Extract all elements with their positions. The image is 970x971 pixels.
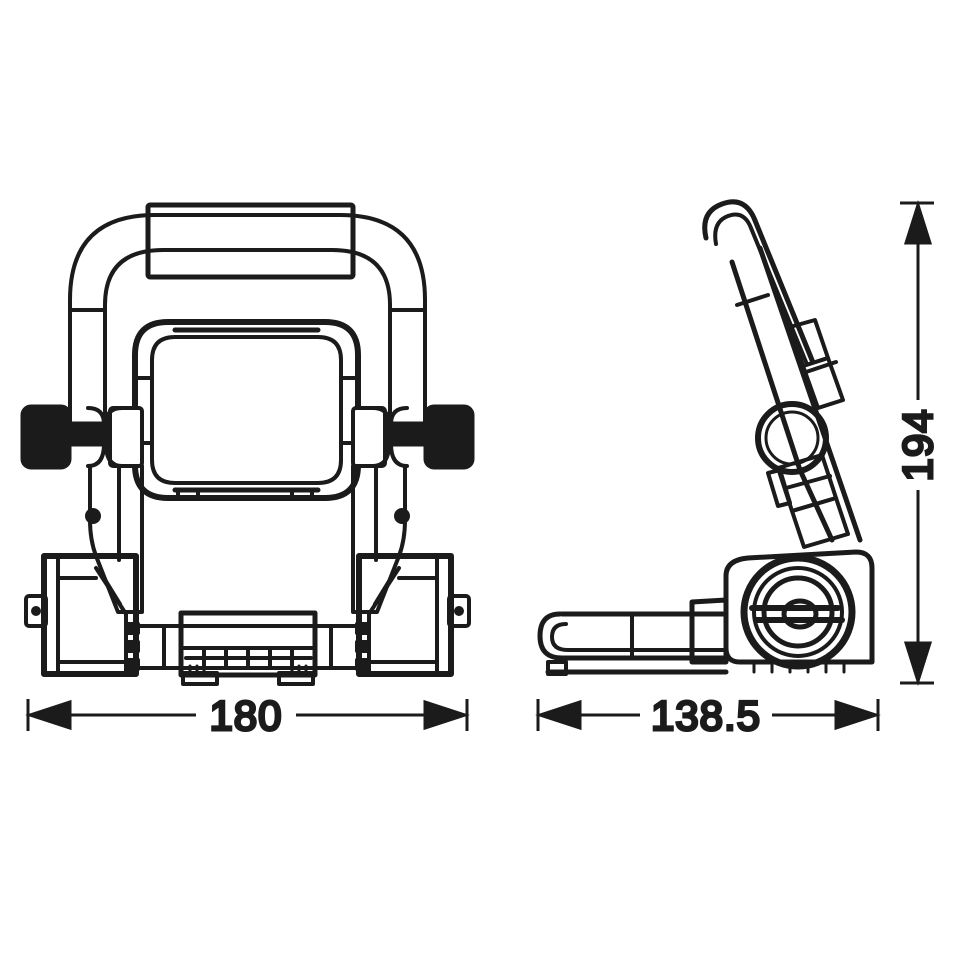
foot-left-pad-hole	[31, 606, 41, 616]
side-arm-tail	[766, 468, 792, 508]
side-base-riser	[689, 597, 729, 665]
dim-180-arrow-left	[25, 699, 72, 731]
side-lamp-housing	[723, 549, 875, 665]
side-handle-tube-outer	[702, 199, 815, 363]
center-module-body	[178, 610, 318, 678]
dim-138-arrow-right	[834, 699, 881, 731]
dimension-width-180: 180	[25, 691, 470, 741]
dim-194-arrow-top	[903, 200, 933, 245]
side-base-foot-tip	[546, 660, 568, 676]
foot-left-rib-2	[126, 640, 140, 653]
lamp-frame-tab-right	[290, 488, 314, 500]
foot-right-rib-3	[355, 658, 369, 671]
foot-right-rib-1	[355, 622, 369, 635]
lamp-frame-corner-tl	[133, 358, 154, 380]
dim-180-label: 180	[209, 692, 282, 739]
center-module-foot-left	[181, 671, 219, 686]
foot-right-pad-hole	[454, 606, 464, 616]
side-handle-arm-back	[757, 245, 863, 543]
dimension-depth-138-5: 138.5	[535, 691, 881, 741]
handle-bow-inner	[103, 248, 392, 432]
leg-left-rivet	[85, 508, 101, 524]
front-view	[20, 202, 475, 686]
foot-left-pad	[24, 594, 48, 628]
dimension-height-194: 194	[893, 200, 943, 686]
side-pivot-circle-outer	[755, 401, 829, 475]
side-base-tube-outer	[537, 611, 729, 661]
pivot-collar-right	[351, 406, 387, 468]
dim-138-arrow-left	[535, 699, 582, 731]
side-rotary-knob-mid	[752, 566, 844, 658]
dim-194-label: 194	[894, 408, 941, 481]
dim-180-arrow-right	[423, 699, 470, 731]
dim-194-arrow-bottom	[903, 641, 933, 686]
lamp-frame-tab-left	[176, 488, 200, 500]
pivot-hinge-right-mirror	[371, 406, 391, 468]
foot-left-brace-inner	[102, 576, 122, 606]
pivot-hinge-left-mirror	[104, 406, 124, 468]
foot-left-rib-1	[126, 622, 140, 635]
side-handle-tube-inner	[713, 212, 808, 364]
handle-grip-plate	[145, 202, 356, 280]
side-rotary-knob-inner	[761, 575, 835, 649]
lamp-frame-corner-tr	[339, 358, 360, 380]
foot-right-brace-inner	[373, 576, 393, 606]
pivot-collar-left	[108, 406, 144, 468]
foot-right-rib-2	[355, 640, 369, 653]
side-lower-block-seam	[784, 474, 832, 490]
side-handle-seam	[735, 293, 770, 307]
side-base-tube-inner	[550, 622, 728, 652]
handle-bow-outer	[68, 213, 427, 432]
foot-left-rib-3	[126, 658, 140, 671]
side-rotary-knob-hub	[781, 598, 819, 630]
dim-138-label: 138.5	[651, 692, 761, 739]
center-module-foot-right	[277, 671, 315, 686]
foot-right-pad	[447, 594, 471, 628]
side-clamp-plate-lower	[801, 356, 845, 410]
side-rotary-knob-outer	[740, 554, 856, 670]
leg-right-rivet	[394, 508, 410, 524]
side-lower-block-b	[790, 496, 850, 549]
side-view	[537, 199, 875, 676]
side-clamp-divider	[804, 360, 838, 374]
